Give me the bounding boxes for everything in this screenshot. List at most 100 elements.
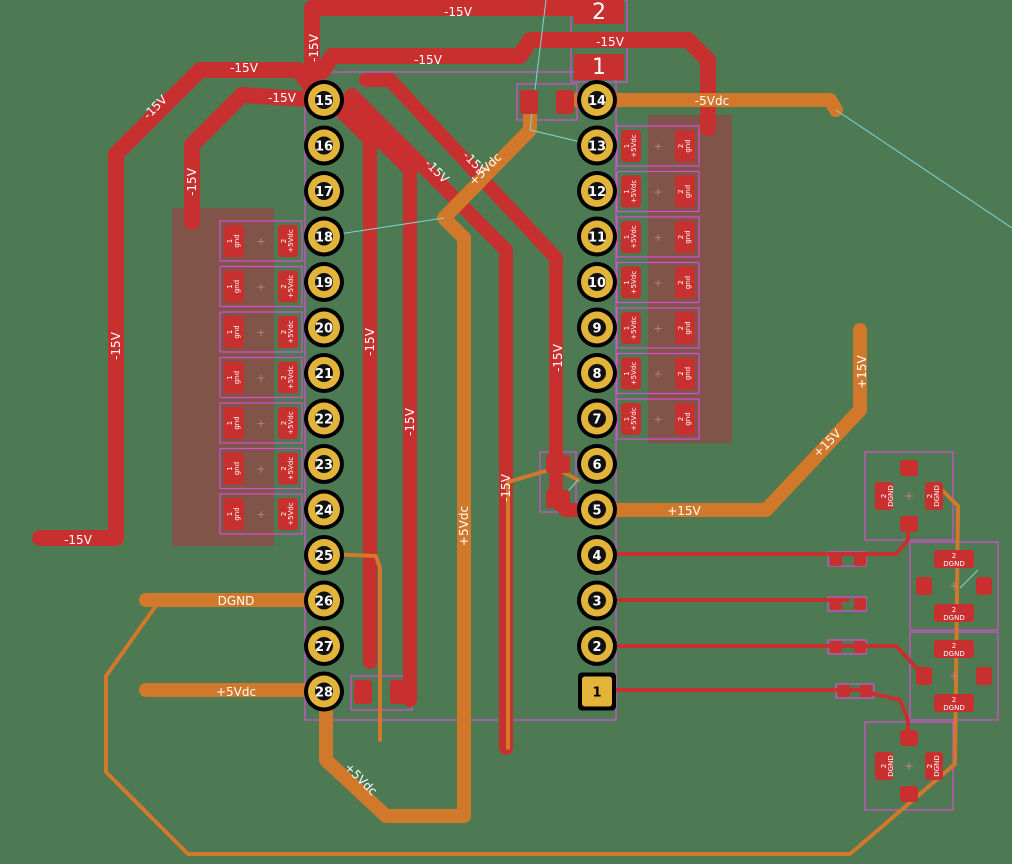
cap-pad2-label: +5Vdc	[287, 366, 295, 390]
svg-text:-15V: -15V	[185, 167, 199, 196]
svg-text:+: +	[904, 759, 914, 773]
svg-text:2: 2	[280, 330, 288, 334]
svg-text:-15V: -15V	[551, 343, 565, 372]
cap-pad1-label: +5Vdc	[630, 180, 638, 204]
ic-pad-26[interactable]: 26	[304, 580, 344, 621]
svg-text:-15V: -15V	[64, 533, 93, 547]
ic-pad-label: 10	[588, 276, 606, 291]
copper-zones	[172, 115, 732, 546]
ic-pad-label: 12	[588, 185, 606, 200]
svg-text:2: 2	[280, 375, 288, 379]
ic-pad-22[interactable]: 22	[304, 398, 344, 439]
svg-text:2: 2	[280, 421, 288, 425]
ic-pad-10[interactable]: 10	[577, 262, 617, 302]
svg-text:DGND: DGND	[943, 704, 964, 712]
svg-text:2: 2	[280, 239, 288, 243]
cap-pad2-label: +5Vdc	[287, 411, 295, 435]
svg-text:-15V: -15V	[109, 331, 123, 360]
ic-pad-24[interactable]: 24	[304, 489, 344, 530]
svg-text:+: +	[256, 372, 265, 385]
ic-pad-28[interactable]: 28	[304, 671, 344, 712]
ic-pad-label: 22	[315, 413, 333, 428]
cap-pad2-label: gnd	[684, 276, 692, 289]
ic-pad-4[interactable]: 4	[577, 535, 617, 575]
svg-text:1: 1	[226, 284, 234, 288]
ic-pad-6[interactable]: 6	[577, 444, 617, 484]
cap-pad2-label: gnd	[684, 367, 692, 380]
svg-text:DGND: DGND	[943, 560, 964, 568]
ic-pad-12[interactable]: 12	[577, 171, 617, 211]
ic-pad-17[interactable]: 17	[304, 171, 344, 211]
svg-text:+: +	[949, 579, 959, 593]
ic-pad-13[interactable]: 13	[577, 125, 617, 166]
ic-pad-21[interactable]: 21	[304, 353, 344, 393]
cap-pad1-label: +5Vdc	[630, 407, 638, 431]
cap-pad1-label: +5Vdc	[630, 134, 638, 158]
ic-pad-label: 24	[315, 504, 333, 519]
ic-pad-label: 3	[592, 595, 601, 610]
ic-pad-5[interactable]: 5	[577, 489, 617, 530]
ic-pad-18[interactable]: 18	[304, 216, 344, 257]
ic-pad-label: 19	[315, 276, 333, 291]
ic-pad-19[interactable]: 19	[304, 262, 344, 302]
ic-pad-label: 4	[592, 549, 601, 564]
ic-pad-8[interactable]: 8	[577, 353, 617, 393]
cap-pad1-label: gnd	[233, 234, 241, 247]
ic-pad-label: 28	[315, 686, 333, 701]
ic-pad-label: 25	[315, 549, 333, 564]
ic-pad-7[interactable]: 7	[577, 398, 617, 439]
ic-pad-20[interactable]: 20	[304, 307, 344, 348]
ic-pad-16[interactable]: 16	[304, 125, 344, 166]
ic-ref-inner: 1	[592, 55, 606, 80]
svg-text:-15V: -15V	[230, 61, 259, 75]
ic-pad-label: 7	[592, 413, 601, 428]
ic-pad-25[interactable]: 25	[304, 535, 344, 575]
svg-text:2: 2	[677, 189, 685, 193]
ic-pad-23[interactable]: 23	[304, 444, 344, 484]
svg-text:-15V: -15V	[414, 53, 443, 67]
svg-text:1: 1	[623, 326, 631, 330]
cap-pad1-label: +5Vdc	[630, 316, 638, 340]
front-copper-traces	[32, 0, 926, 755]
svg-text:+: +	[904, 489, 914, 503]
ic-pad-15[interactable]: 15	[304, 80, 344, 120]
back-copper-traces	[104, 93, 960, 856]
ic-pad-label: 2	[592, 640, 601, 655]
cap-pad2-label: +5Vdc	[287, 320, 295, 344]
ic-pad-1[interactable]: 1	[578, 672, 616, 711]
svg-text:-15V: -15V	[363, 327, 377, 356]
svg-text:2: 2	[952, 642, 956, 650]
ic-pad-2[interactable]: 2	[577, 626, 617, 666]
ic-pad-14[interactable]: 14	[577, 80, 617, 120]
svg-text:-15V: -15V	[403, 407, 417, 436]
svg-text:2: 2	[280, 466, 288, 470]
ic-pad-11[interactable]: 11	[577, 216, 617, 257]
cap-pad1-label: +5Vdc	[630, 271, 638, 295]
svg-text:2: 2	[952, 696, 956, 704]
ic-pad-3[interactable]: 3	[577, 580, 617, 621]
ic-pad-label: 26	[315, 595, 333, 610]
svg-text:DGND: DGND	[943, 614, 964, 622]
ic-pad-9[interactable]: 9	[577, 307, 617, 348]
ic-pad-27[interactable]: 27	[304, 626, 344, 666]
